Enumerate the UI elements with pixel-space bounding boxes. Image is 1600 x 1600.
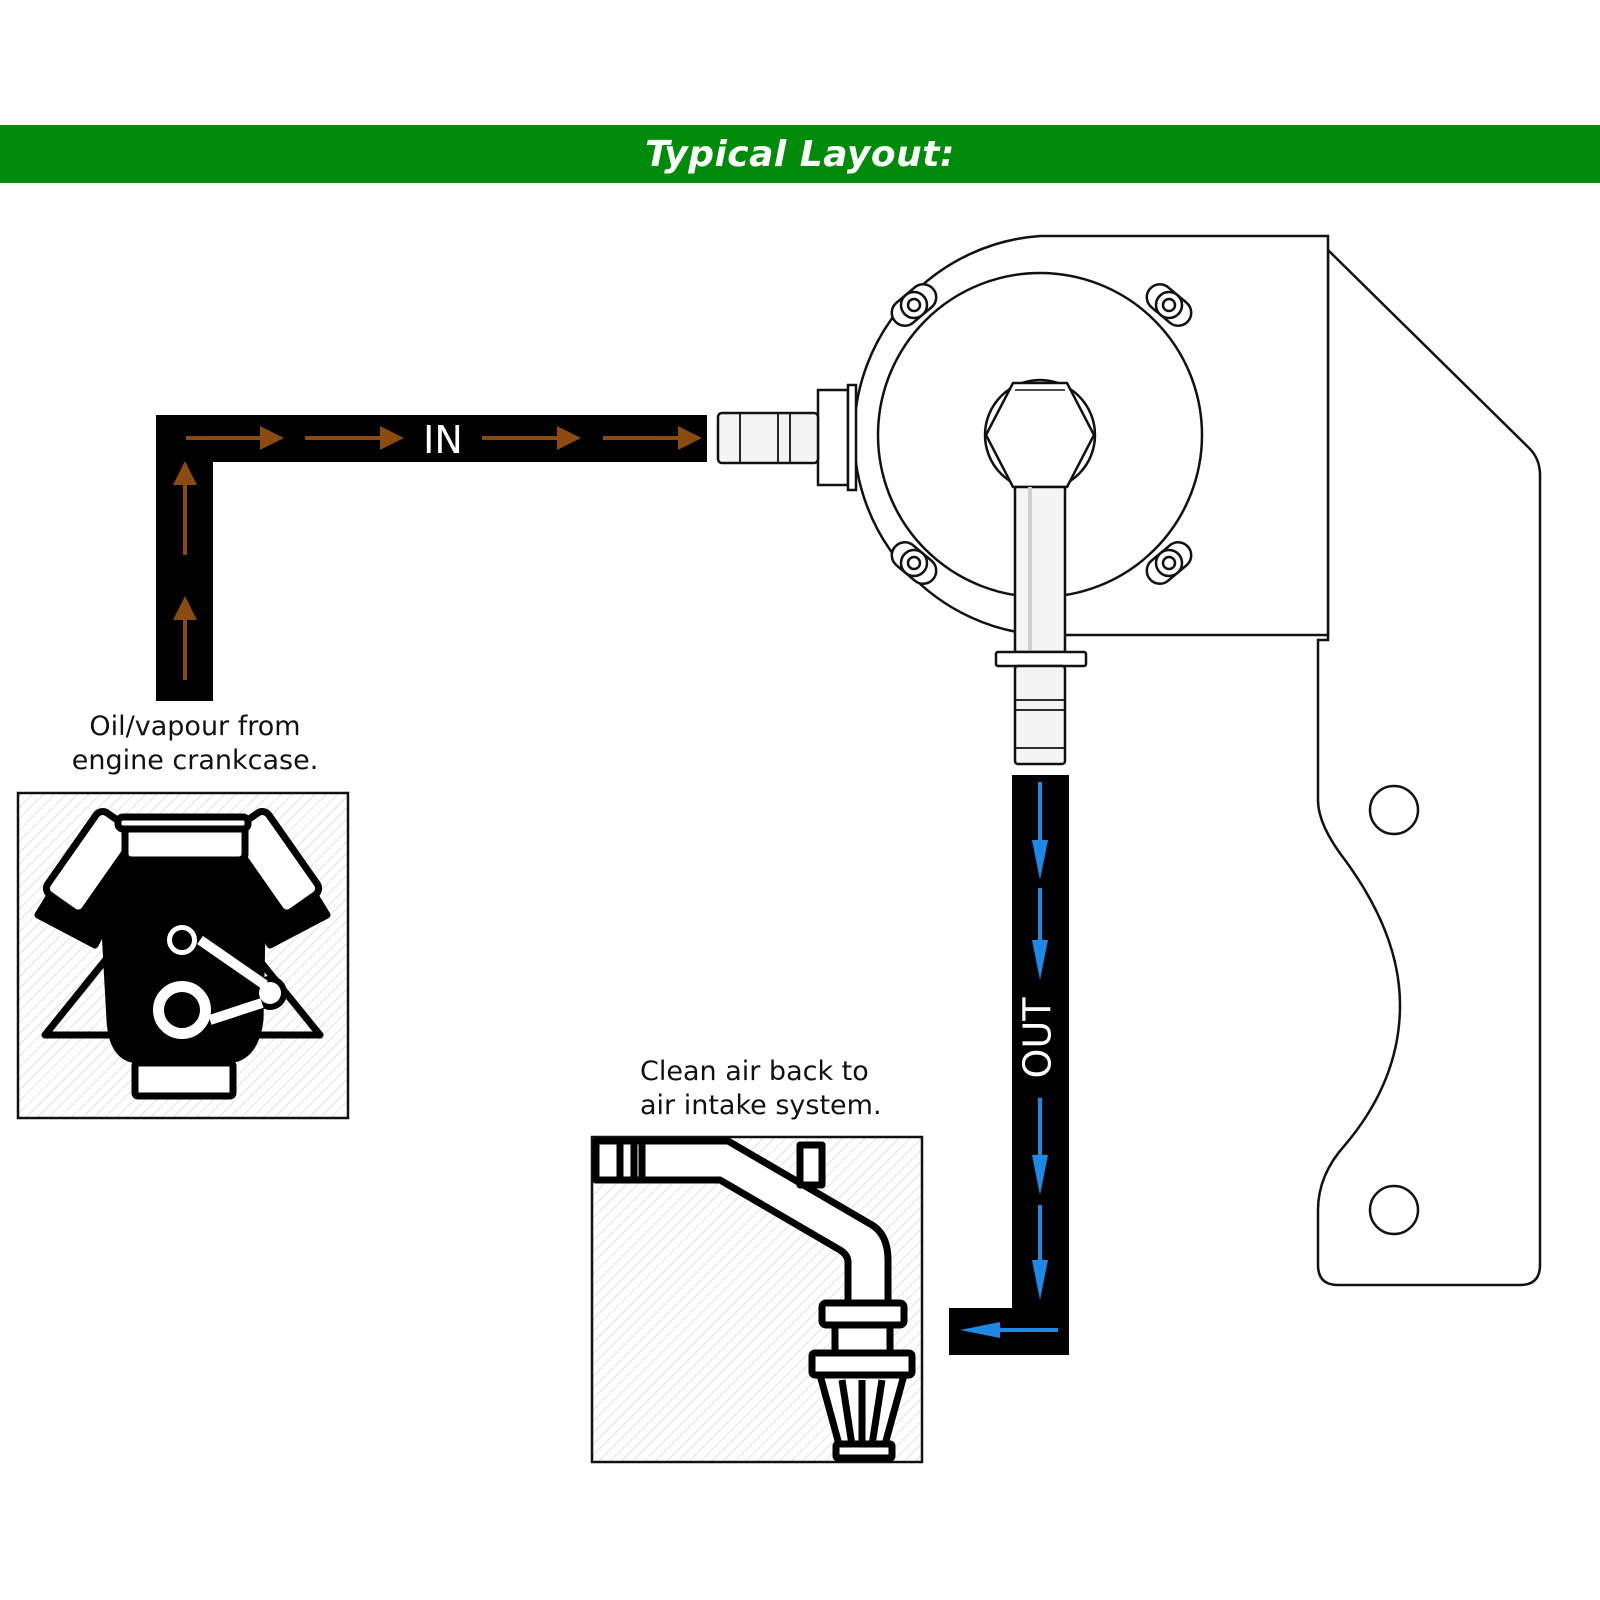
inlet-label: IN <box>423 418 463 462</box>
diagram-title: Typical Layout: <box>645 133 955 175</box>
outlet-caption-line: air intake system. <box>640 1090 882 1121</box>
title-banner: Typical Layout: <box>0 125 1600 183</box>
engine-icon <box>16 791 350 1120</box>
inlet-caption-line: Oil/vapour from <box>89 711 301 742</box>
inlet-hose: IN <box>156 415 707 701</box>
inlet-caption: Oil/vapour from engine crankcase. <box>40 710 350 778</box>
outlet-arrow <box>960 1322 1000 1338</box>
catch-can-icon <box>716 234 1330 766</box>
outlet-arrow <box>1032 1155 1048 1195</box>
outlet-arrow <box>1032 840 1048 880</box>
outlet-caption: Clean air back to air intake system. <box>640 1055 940 1123</box>
air-intake-icon <box>590 1135 924 1464</box>
inlet-caption-line: engine crankcase. <box>71 745 319 776</box>
outlet-caption-line: Clean air back to <box>640 1056 869 1087</box>
outlet-label: OUT <box>1016 997 1060 1079</box>
outlet-hose: OUT <box>949 775 1069 1355</box>
outlet-arrow <box>1032 940 1048 980</box>
mounting-bracket-icon <box>1316 247 1542 1287</box>
outlet-arrow <box>1032 1260 1048 1300</box>
